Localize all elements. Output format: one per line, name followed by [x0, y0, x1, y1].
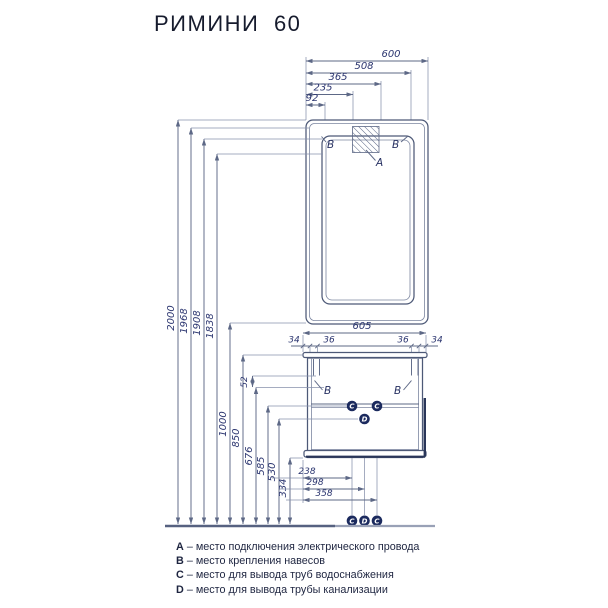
dim-label-238: 238 [298, 467, 315, 477]
height-dimensions: 2000 1968 1908 1838 1000 850 676 585 530… [166, 119, 358, 525]
dim-label-298: 298 [306, 478, 323, 488]
legend-item-a: A– место подключения электрического пров… [176, 541, 420, 553]
dim-label-2000: 2000 [166, 305, 177, 330]
hinge-offset-dimension: 52 [240, 375, 316, 388]
top-dimensions: 600 508 365 235 92 [306, 49, 429, 108]
cabinet-outline [302, 351, 428, 459]
water-outlet-marker-floor [371, 515, 383, 527]
outlet-position-dimensions: 238 298 358 [272, 467, 378, 503]
dim-label-92: 92 [306, 93, 319, 104]
water-outlet-label: C [349, 403, 355, 411]
dim-label-508: 508 [354, 61, 373, 72]
drain-outlet-label: D [362, 518, 368, 526]
cabinet-width-dimensions: 605 34 36 36 34 [288, 321, 443, 349]
mount-marker-mirror-left: B [327, 139, 334, 151]
water-outlet-marker-floor [346, 515, 358, 527]
dim-label-676: 676 [244, 446, 255, 465]
dim-label-334: 334 [278, 478, 289, 497]
dim-label-235: 235 [313, 83, 332, 94]
dim-label-1000: 1000 [218, 411, 229, 436]
dim-label-34-right: 34 [431, 336, 443, 346]
dim-label-34-left: 34 [288, 336, 300, 346]
dim-label-1968: 1968 [179, 308, 190, 333]
legend: A– место подключения электрического пров… [176, 540, 419, 597]
legend-item-d: D– место для вывода трубы канализации [176, 583, 388, 596]
dim-label-600: 600 [381, 49, 400, 60]
water-outlet-marker [371, 400, 383, 412]
dim-label-52: 52 [240, 376, 250, 388]
mirror-outline [305, 119, 429, 325]
drain-outlet-label: D [362, 416, 368, 424]
mount-marker-cabinet-left: B [324, 385, 331, 397]
dim-label-585: 585 [256, 456, 267, 475]
dim-label-1908: 1908 [192, 310, 203, 335]
water-outlet-marker [346, 400, 358, 412]
water-outlet-label: C [374, 403, 380, 411]
water-outlet-label: C [374, 518, 380, 526]
mount-marker-mirror-right: B [392, 139, 399, 151]
dim-label-36-left: 36 [323, 336, 335, 346]
legend-item-c: C– место для вывода труб водоснабжения [176, 569, 394, 582]
dim-label-530: 530 [267, 462, 278, 481]
dim-label-605: 605 [352, 321, 371, 332]
mount-marker-cabinet-right: B [394, 385, 401, 397]
dim-label-358: 358 [315, 489, 332, 499]
legend-item-b: B– место крепления навесов [176, 555, 326, 568]
drain-outlet-marker [359, 413, 370, 425]
electrical-area-hatch [352, 126, 380, 153]
water-outlet-label: C [349, 518, 355, 526]
page-title: РИМИНИ 60 [154, 11, 302, 36]
electric-marker: A [375, 157, 383, 169]
dim-label-850: 850 [231, 428, 242, 447]
drawing-markers: B B A B B C C D C D C [314, 136, 412, 527]
drain-outlet-marker-floor [359, 515, 370, 527]
dim-label-365: 365 [328, 72, 347, 83]
dim-label-36-right: 36 [397, 336, 409, 346]
dim-label-1838: 1838 [205, 313, 216, 338]
